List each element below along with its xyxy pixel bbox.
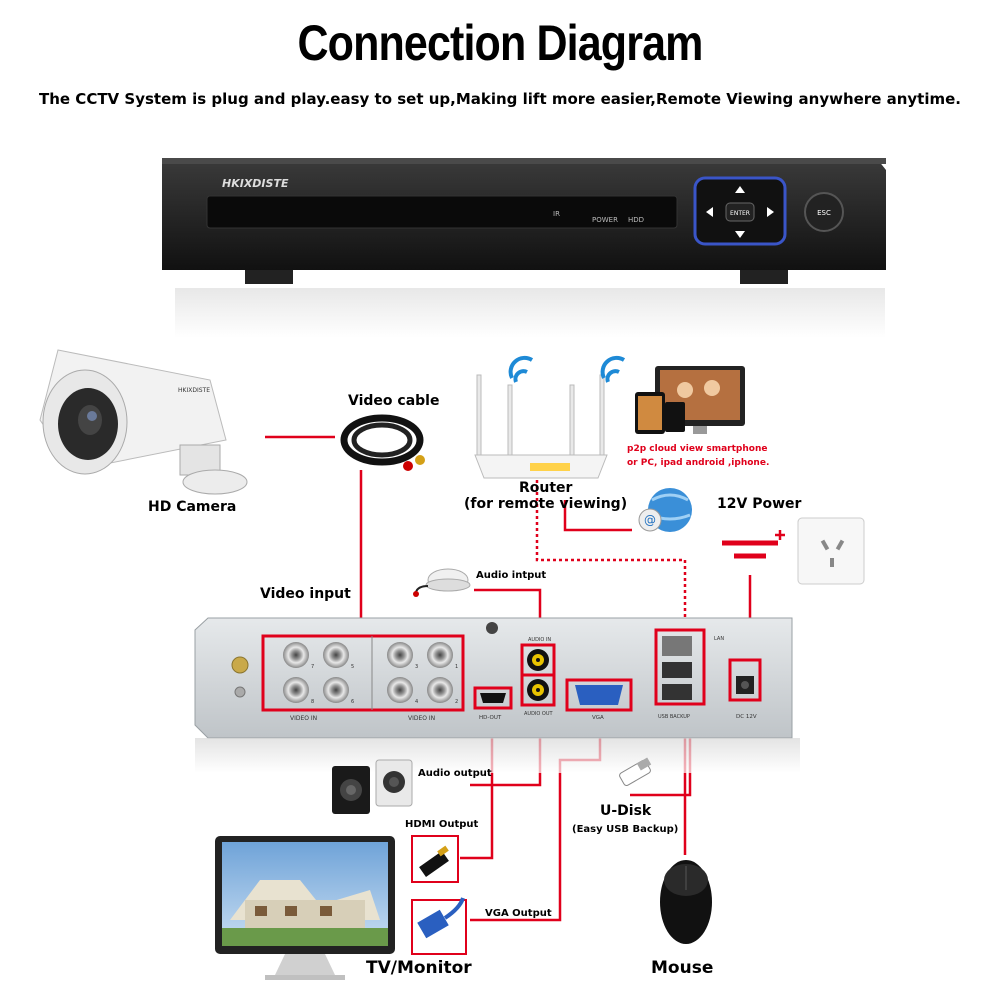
enter-button-label: ENTER <box>730 210 750 217</box>
channel-number-label: 7 <box>311 664 314 670</box>
camera-brand: HKIXDISTE <box>178 387 210 394</box>
lan-port-label: LAN <box>714 636 724 642</box>
video-in-right-label: VIDEO IN <box>408 715 435 722</box>
router-icon <box>474 355 626 479</box>
channel-number-label: 6 <box>351 699 354 705</box>
tv-monitor-label: TV/Monitor <box>366 958 472 978</box>
p2p-devices-icon <box>635 366 745 434</box>
nav-left-icon <box>706 207 713 217</box>
dvr-hdd-label: HDD <box>628 216 644 224</box>
page-title: Connection Diagram <box>297 15 703 71</box>
u-disk-sub-label: (Easy USB Backup) <box>572 824 679 835</box>
hd-out-port-label: HD-OUT <box>479 715 502 721</box>
vga-port-label: VGA <box>592 715 604 721</box>
audio-in-port-label: AUDIO IN <box>528 637 551 643</box>
hdmi-cable-icon <box>411 835 459 883</box>
power-12v-label: 12V Power <box>717 496 802 512</box>
esc-button <box>804 192 844 232</box>
dvr-front: HKIXDISTE IR POWER HDD ENTER ESC <box>162 158 886 338</box>
vga-cable-icon <box>411 897 467 955</box>
bnc-port <box>323 677 349 703</box>
mouse-icon <box>660 860 712 944</box>
dvr-brand: HKIXDISTE <box>222 177 289 190</box>
power-symbol-icon <box>722 530 785 559</box>
channel-number-label: 3 <box>415 664 418 670</box>
audio-input-label: Audio intput <box>476 570 547 581</box>
hd-camera: HKIXDISTE <box>39 349 248 495</box>
channel-number-label: 5 <box>351 664 354 670</box>
u-disk-label: U-Disk <box>600 803 652 819</box>
dvr-front-display <box>206 195 678 229</box>
video-input-highlight <box>261 634 465 712</box>
video-in-left-label: VIDEO IN <box>290 715 317 722</box>
channel-number-label: 2 <box>455 699 458 705</box>
usb-port-label: USB BACKUP <box>658 714 690 720</box>
bnc-port <box>387 677 413 703</box>
hd-camera-label: HD Camera <box>148 499 237 515</box>
esc-button-label: ESC <box>817 209 831 217</box>
wall-outlet-icon <box>797 517 865 585</box>
dvr-reflection <box>175 288 885 338</box>
audio-out-port-label: AUDIO OUT <box>524 711 554 717</box>
bnc-port <box>283 642 309 668</box>
channel-number-label: 4 <box>415 699 418 705</box>
dc-port-label: DC 12V <box>736 714 757 720</box>
channel-number-label: 1 <box>455 664 458 670</box>
dvr-back-panel: VIDEO IN VIDEO IN AUDIO IN AUDIO OUT HD-… <box>194 617 800 773</box>
dvr-power-label: POWER <box>592 216 618 224</box>
nav-up-icon <box>735 186 745 193</box>
p2p-line2-label: or PC, ipad android ,iphone. <box>627 458 770 468</box>
line-router-internet <box>563 500 632 532</box>
video-input-label: Video input <box>260 586 351 602</box>
line-router-lan <box>535 480 687 638</box>
router-label: Router <box>519 480 573 496</box>
bnc-port <box>387 642 413 668</box>
bnc-port <box>323 642 349 668</box>
p2p-line1-label: p2p cloud view smartphone <box>627 444 768 454</box>
audio-output-label: Audio output <box>418 768 492 779</box>
hdmi-output-label: HDMI Output <box>405 819 479 830</box>
mouse-label: Mouse <box>651 958 714 978</box>
u-disk-icon <box>619 757 652 786</box>
microphone-icon <box>413 568 471 597</box>
video-cable-icon <box>340 414 425 471</box>
nav-right-icon <box>767 207 774 217</box>
vga-output-label: VGA Output <box>485 908 552 919</box>
speakers-icon <box>332 759 413 814</box>
router-sub-label: (for remote viewing) <box>464 496 628 512</box>
channel-number-label: 8 <box>311 699 314 705</box>
bnc-port <box>283 677 309 703</box>
video-cable-label: Video cable <box>348 393 440 409</box>
page-subtitle: The CCTV System is plug and play.easy to… <box>39 90 961 108</box>
bnc-port <box>427 642 453 668</box>
internet-globe-icon: @ <box>638 488 692 532</box>
nav-down-icon <box>735 231 745 238</box>
bnc-port <box>427 677 453 703</box>
tv-monitor-icon <box>215 836 395 980</box>
svg-text:@: @ <box>644 513 656 527</box>
dvr-ir-label: IR <box>553 210 560 218</box>
